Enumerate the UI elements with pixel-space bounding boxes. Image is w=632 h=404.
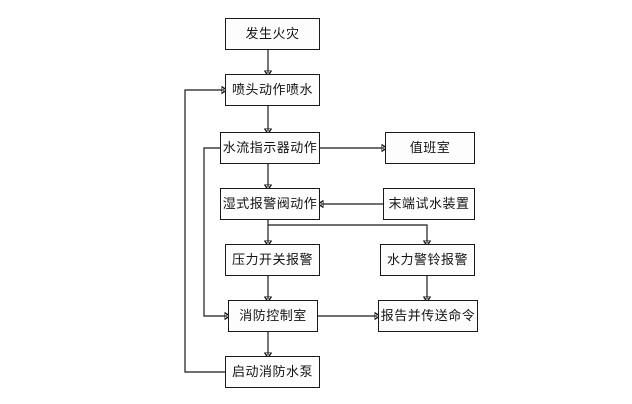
node-start-fire-pump[interactable]: 启动消防水泵 (225, 356, 320, 388)
node-report-and-command-label: 报告并传送命令 (380, 308, 476, 324)
node-wet-alarm-valve[interactable]: 湿式报警阀动作 (220, 188, 320, 220)
node-fire-label: 发生火灾 (245, 26, 300, 42)
node-end-test-device[interactable]: 末端试水装置 (383, 188, 475, 220)
node-fire[interactable]: 发生火灾 (225, 18, 320, 50)
edge-wetvalve-to-bell (268, 224, 427, 243)
node-water-bell-alarm-label: 水力警铃报警 (386, 252, 468, 268)
node-duty-room[interactable]: 值班室 (385, 132, 475, 164)
node-flow-indicator-label: 水流指示器动作 (222, 140, 318, 156)
node-duty-room-label: 值班室 (409, 140, 451, 156)
node-end-test-device-label: 末端试水装置 (388, 196, 470, 212)
node-start-fire-pump-label: 启动消防水泵 (231, 364, 313, 380)
node-report-and-command[interactable]: 报告并传送命令 (378, 300, 478, 332)
node-fire-control-room-label: 消防控制室 (239, 308, 307, 324)
node-pressure-switch[interactable]: 压力开关报警 (225, 244, 320, 276)
node-flow-indicator[interactable]: 水流指示器动作 (220, 132, 320, 164)
node-fire-control-room[interactable]: 消防控制室 (228, 300, 318, 332)
node-water-bell-alarm[interactable]: 水力警铃报警 (380, 244, 475, 276)
node-sprinkler-label: 喷头动作喷水 (231, 82, 313, 98)
node-pressure-switch-label: 压力开关报警 (231, 252, 313, 268)
edge-flow-to-control (203, 147, 227, 316)
node-sprinkler[interactable]: 喷头动作喷水 (225, 74, 320, 106)
node-wet-alarm-valve-label: 湿式报警阀动作 (222, 196, 318, 212)
edge-pump-to-sprinkler (184, 90, 225, 373)
